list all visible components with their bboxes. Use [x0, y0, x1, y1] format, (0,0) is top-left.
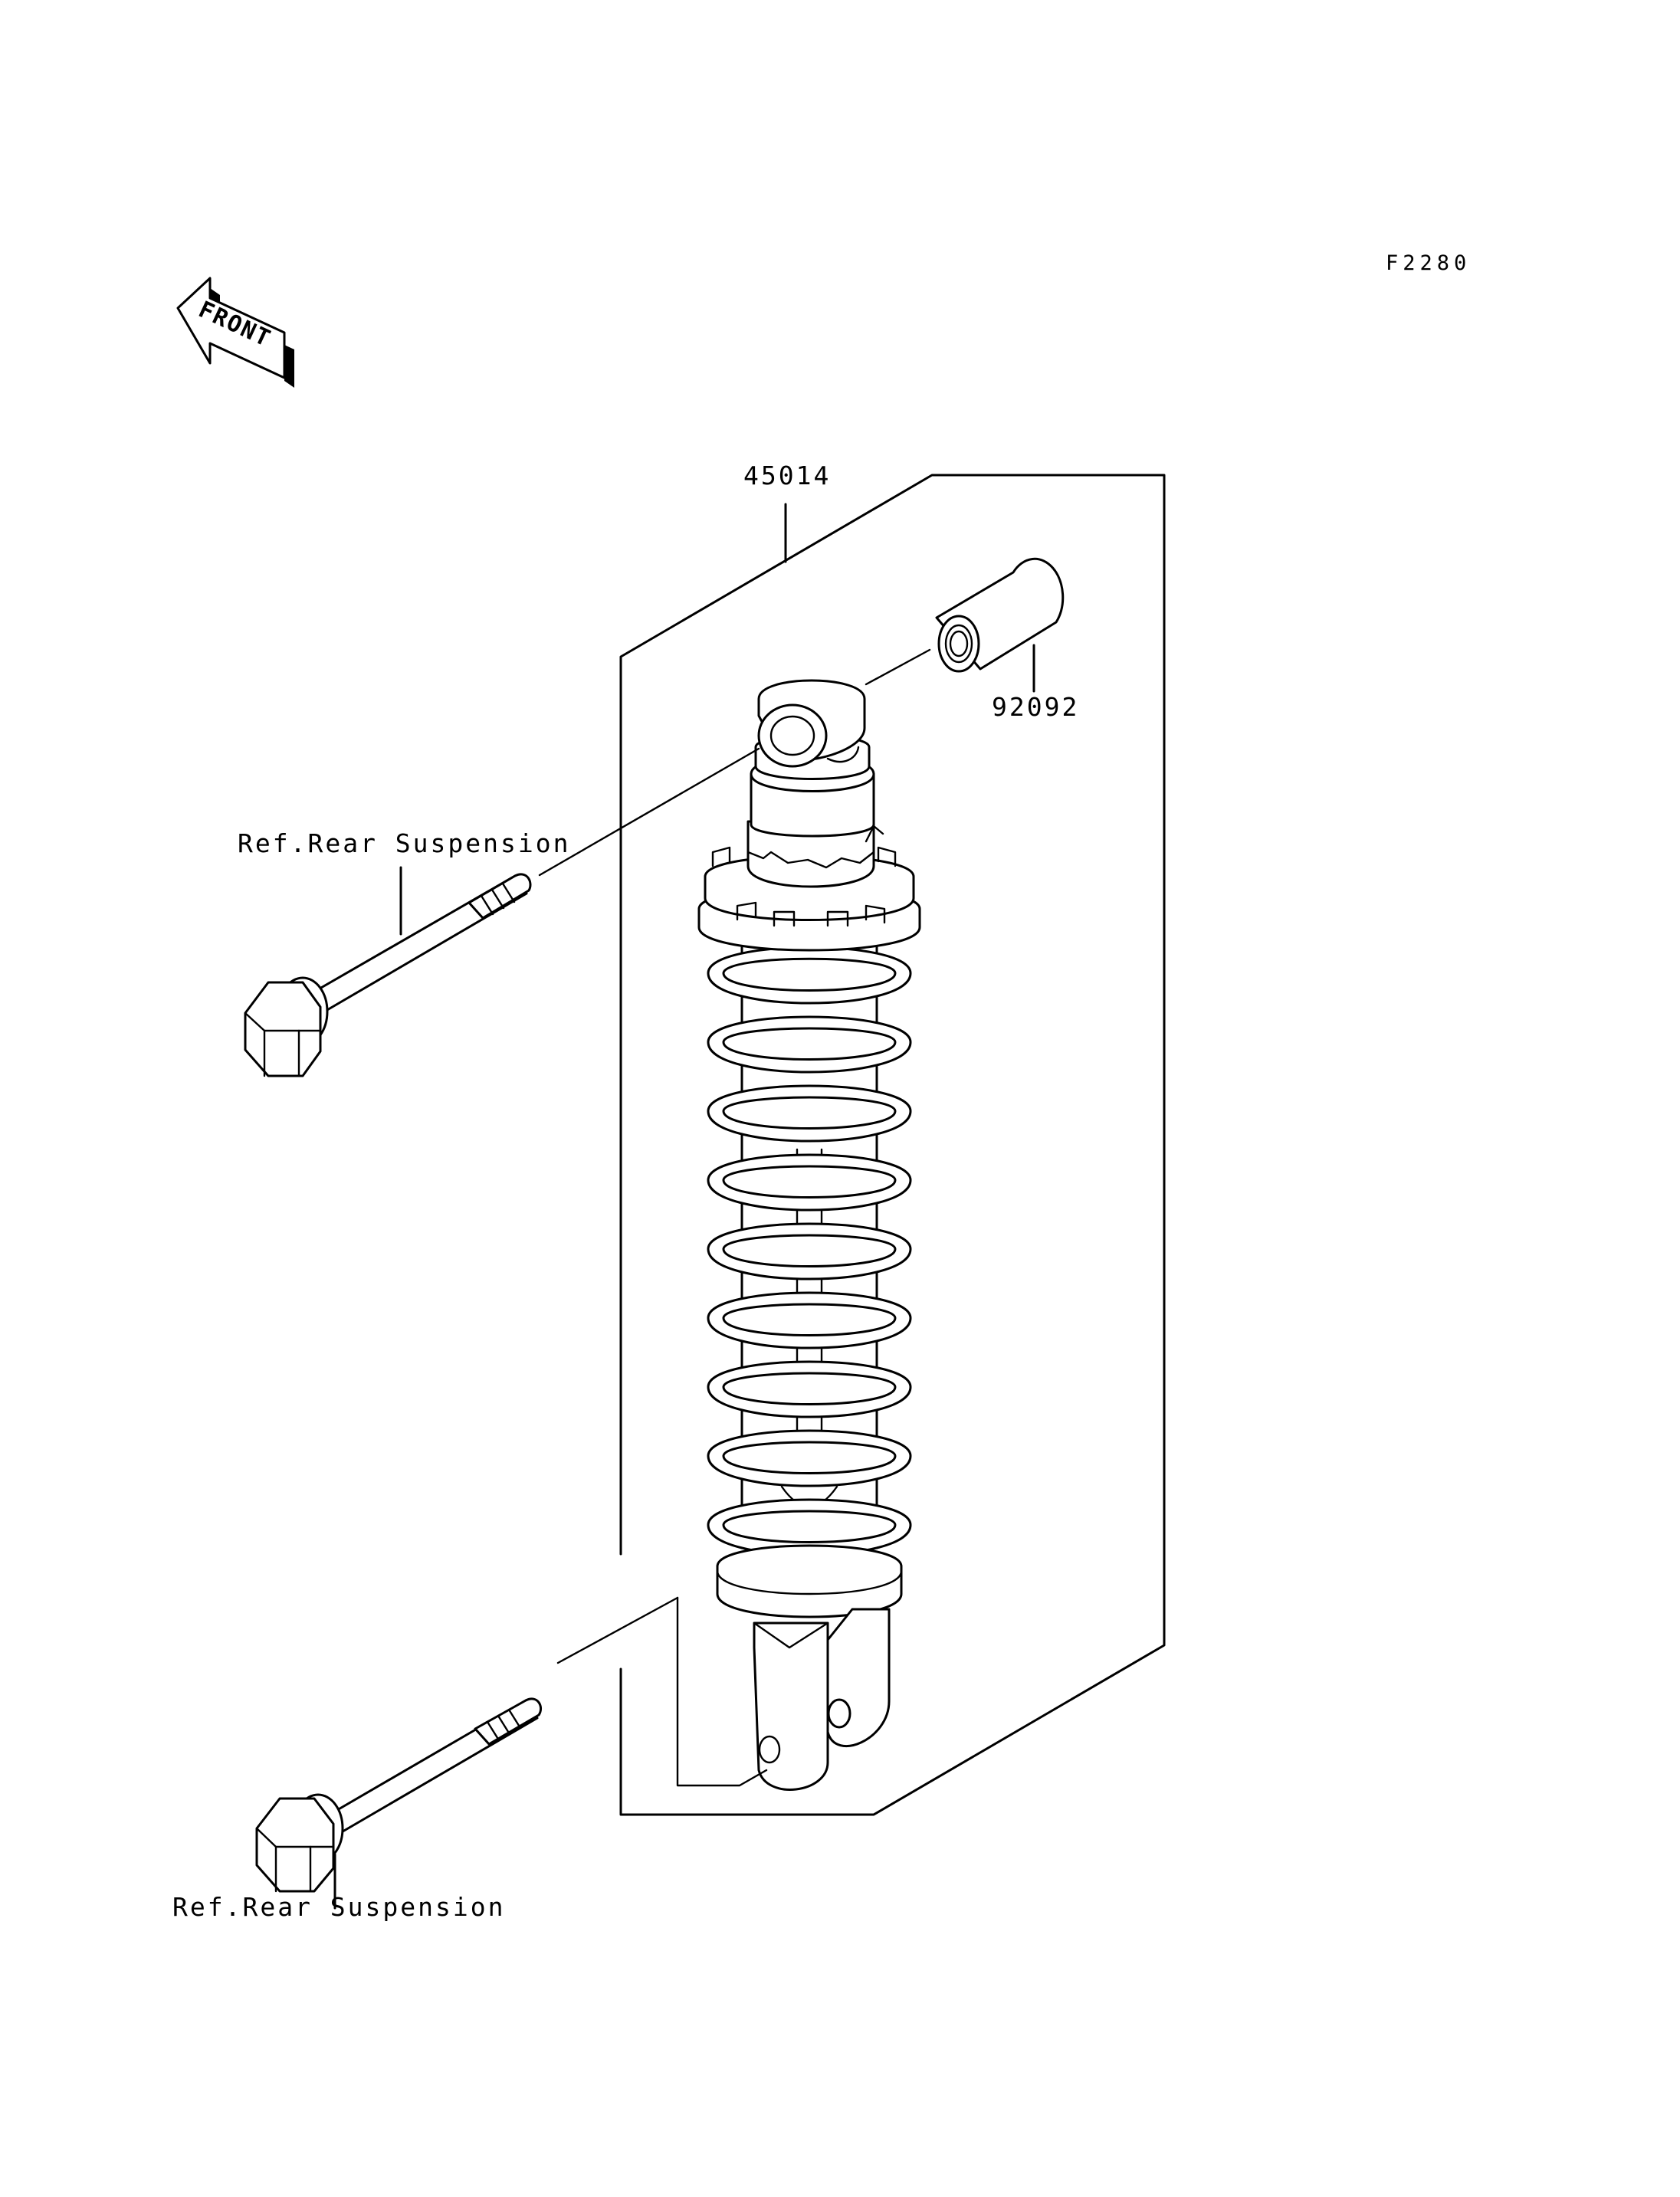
callout-45014: 45014 [743, 461, 831, 490]
assembly-outline [619, 474, 1166, 1816]
upper-bolt [244, 873, 532, 1077]
coil-spring [707, 946, 912, 1618]
lower-clevis [753, 1608, 891, 1791]
lower-bolt-guide-line-2 [676, 1596, 768, 1787]
bushing-92092 [935, 557, 1065, 673]
figure-code: F2280 [1386, 251, 1471, 275]
callout-upper-bolt-ref: Ref.Rear Suspension [238, 828, 571, 858]
bushing-guide-line [865, 648, 931, 686]
callout-lower-bolt-ref: Ref.Rear Suspension [172, 1892, 506, 1922]
shock-absorber-45014 [697, 679, 921, 1791]
lower-bolt [255, 1697, 543, 1893]
callout-92092: 92092 [992, 692, 1079, 722]
upper-bolt-guide-line [538, 747, 760, 877]
front-arrow-icon: FRONT [176, 277, 294, 388]
lower-bolt-guide-line [556, 1596, 679, 1664]
upper-eye [757, 679, 866, 768]
preload-adjuster [697, 820, 921, 952]
